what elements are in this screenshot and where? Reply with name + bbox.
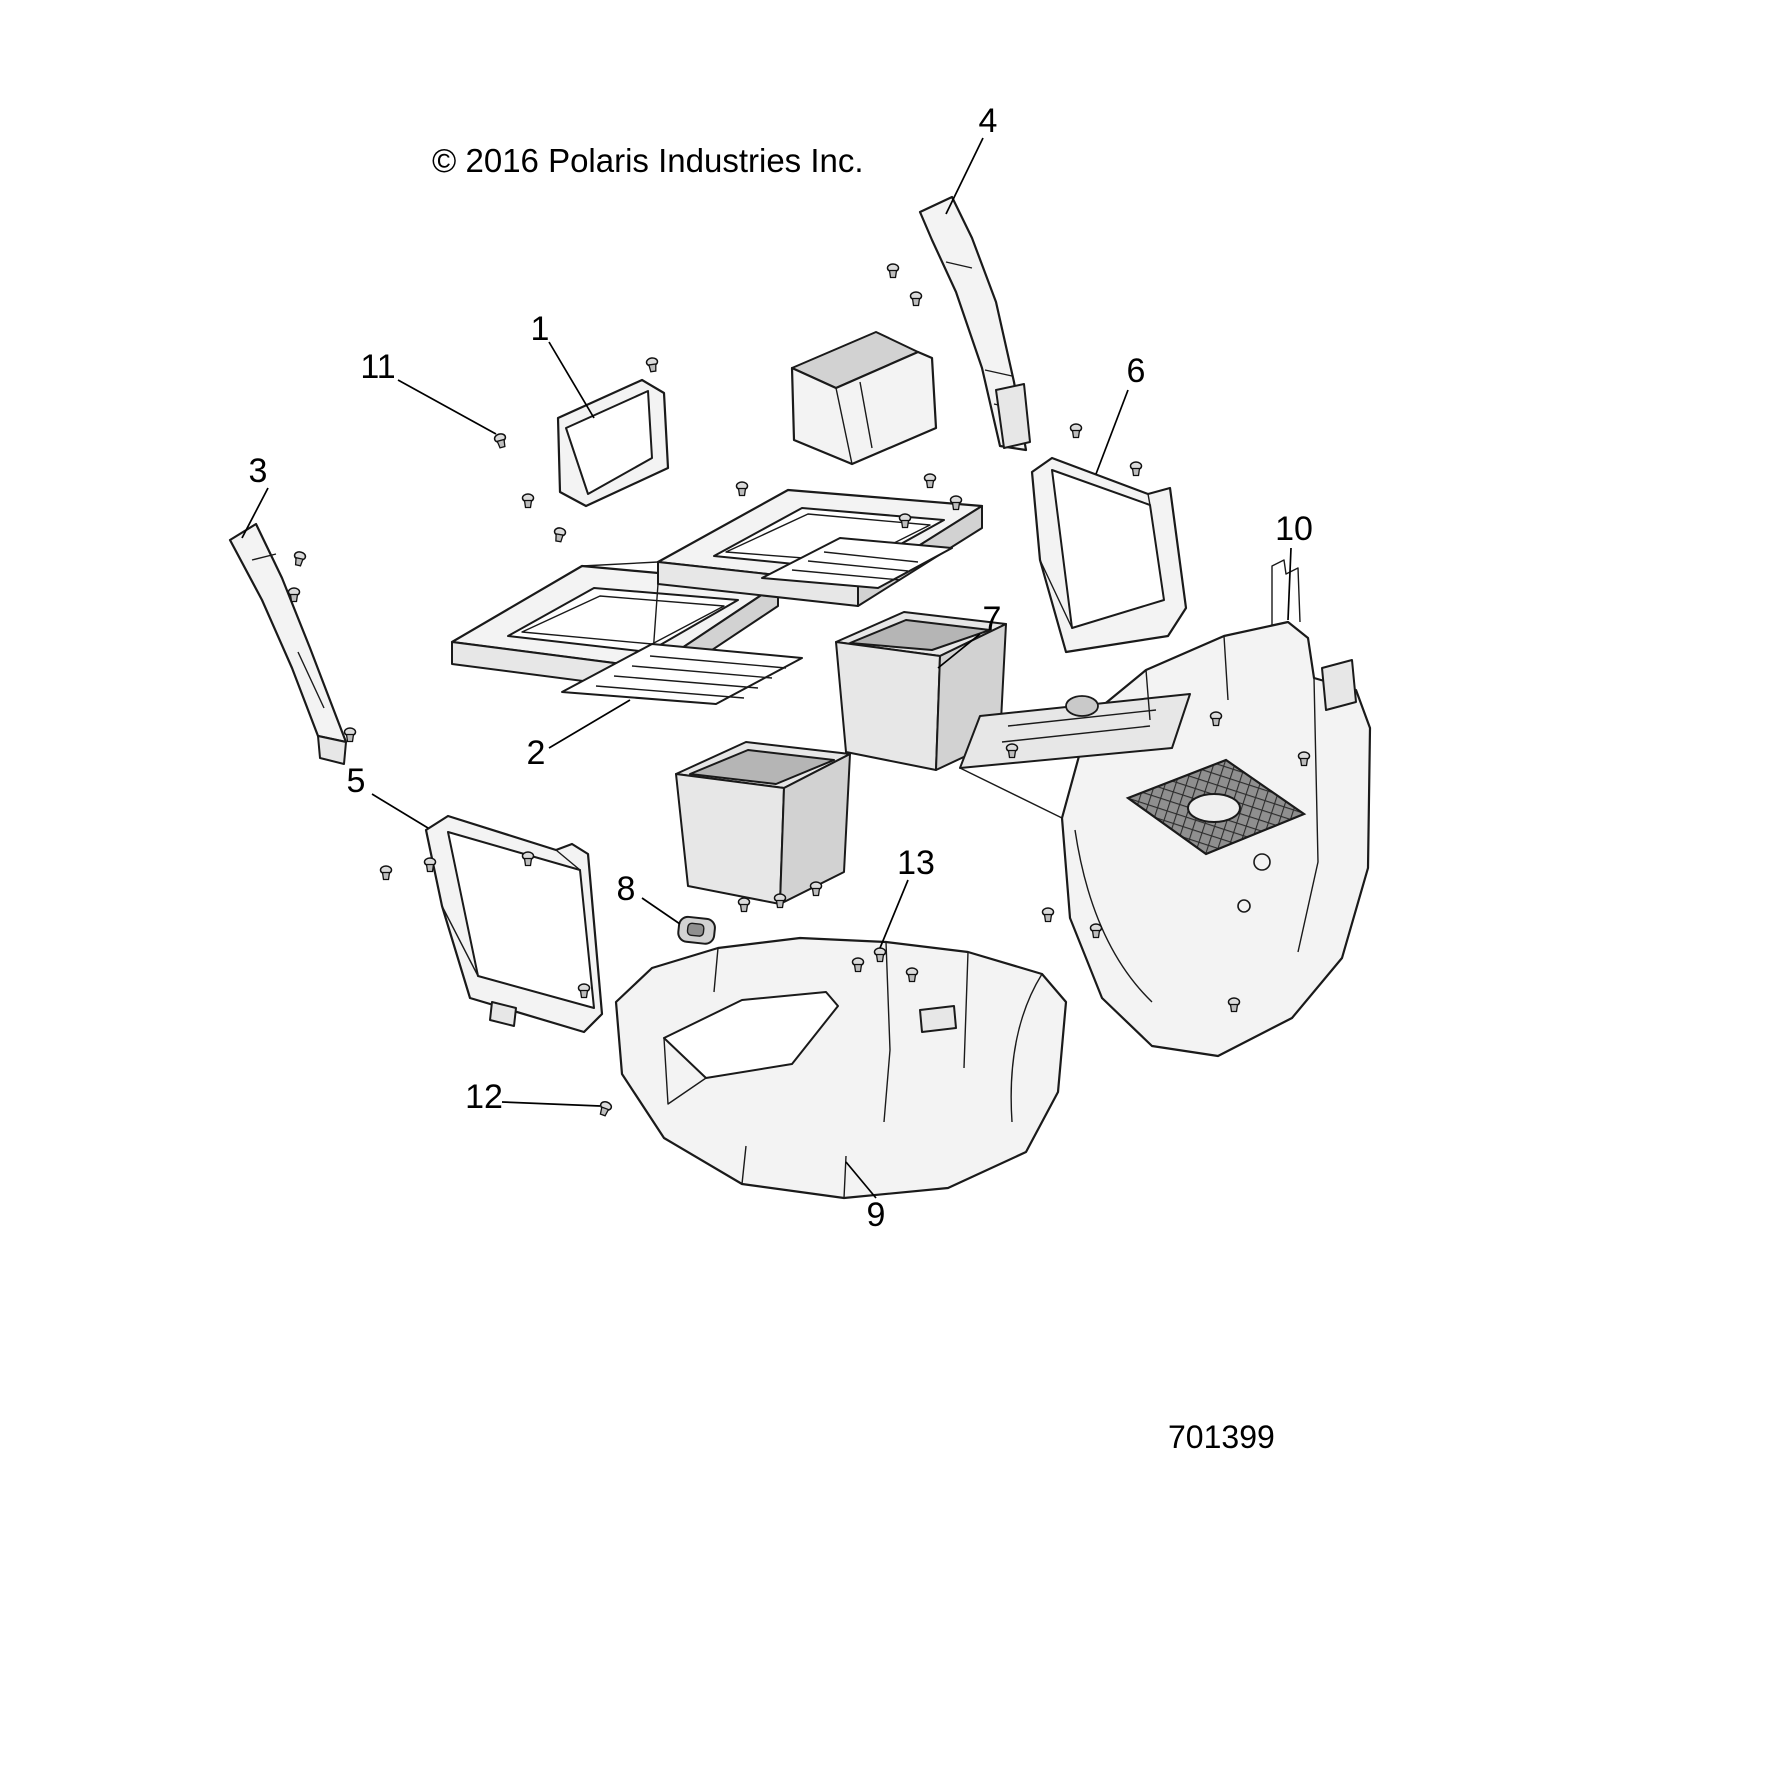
- callout-9: 9: [867, 1196, 886, 1234]
- copyright-text: © 2016 Polaris Industries Inc.: [432, 142, 864, 179]
- part-right-rear-trim: [918, 195, 1031, 452]
- callout-labels: 1 2 3 4 5 6 7 8 9 10 11 12 13: [249, 102, 1313, 1234]
- part-storage-bins: [675, 611, 1007, 905]
- part-floor-mats: [561, 537, 953, 705]
- callout-5: 5: [347, 762, 366, 800]
- callout-10: 10: [1275, 510, 1313, 548]
- part-left-rear-trim: [228, 522, 348, 765]
- callout-1: 1: [531, 310, 550, 348]
- part-left-side-panel: [424, 814, 604, 1034]
- part-right-side-panel: [1030, 456, 1188, 654]
- callout-2: 2: [527, 734, 546, 772]
- part-lower-console: [614, 936, 1068, 1200]
- callout-11: 11: [360, 348, 395, 386]
- callout-13: 13: [897, 844, 935, 882]
- callout-6: 6: [1127, 352, 1146, 390]
- callout-leaders: [241, 137, 1292, 1199]
- callout-3: 3: [249, 452, 268, 490]
- part-clip: [677, 915, 716, 945]
- callout-12: 12: [465, 1078, 503, 1116]
- callout-4: 4: [979, 102, 998, 140]
- figure-number: 701399: [1168, 1419, 1275, 1455]
- callout-8: 8: [617, 870, 636, 908]
- callout-7: 7: [983, 600, 1002, 638]
